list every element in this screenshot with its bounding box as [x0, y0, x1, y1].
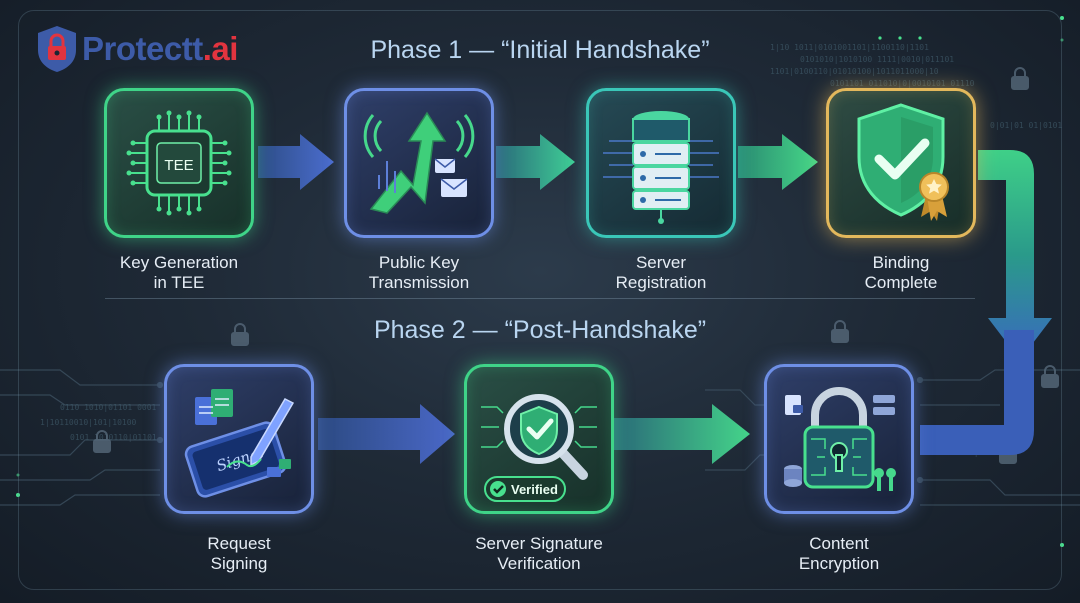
tee-chip-icon: TEE [126, 110, 232, 216]
label-line1: Binding [872, 253, 930, 272]
label-line1: Server [635, 253, 687, 272]
step-key-generation-card: TEE [104, 88, 254, 238]
brand-logo: Protectt.ai [34, 24, 238, 74]
brand-name-suffix: .ai [202, 30, 239, 67]
label-line2: in TEE [153, 273, 205, 292]
brand-name: Protectt.ai [82, 30, 238, 68]
label-line1: Key Generation [119, 253, 239, 272]
label-line1: Public Key [378, 253, 460, 272]
label-line2: Verification [497, 554, 581, 573]
step-binding-complete-card [826, 88, 976, 238]
step-request-signing-card: Signal [164, 364, 314, 514]
shield-check-badge-icon [857, 103, 949, 221]
circuit-padlock-icon [784, 387, 896, 491]
phase-1-title: Phase 1 — “Initial Handshake” [370, 36, 710, 64]
outer-frame [18, 10, 1062, 590]
verified-badge-text: Verified [511, 482, 558, 497]
label-line1: Content [809, 534, 869, 553]
label-line2: Transmission [368, 273, 470, 292]
step-server-signature-verification-card: Verified [464, 364, 614, 514]
step-server-registration-card [586, 88, 736, 238]
label-line2: Registration [615, 273, 707, 292]
label-line1: Server Signature [475, 534, 603, 553]
brand-name-main: Protectt [82, 30, 203, 67]
step-public-key-transmission-card [344, 88, 494, 238]
step-content-encryption-card [764, 364, 914, 514]
label-line2: Complete [864, 273, 938, 292]
label-line1: Request [207, 534, 271, 553]
transmission-arrow-icon [363, 111, 475, 214]
label-line2: Encryption [798, 554, 880, 573]
chip-text: TEE [164, 157, 193, 174]
phase-2-title: Phase 2 — “Post-Handshake” [373, 316, 707, 344]
magnifier-shield-icon: Verified [481, 394, 597, 502]
server-stack-icon [603, 111, 719, 224]
phase-divider [105, 298, 975, 299]
tablet-signature-icon: Signal [184, 389, 295, 498]
shield-lock-logo-icon [38, 26, 76, 72]
label-line2: Signing [210, 554, 268, 573]
